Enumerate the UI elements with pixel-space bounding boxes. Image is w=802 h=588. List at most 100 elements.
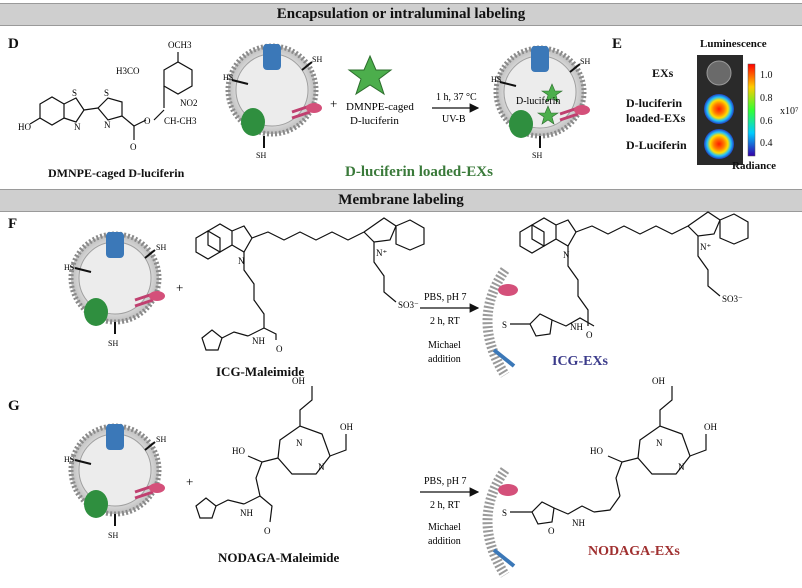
protein-blue bbox=[263, 44, 281, 70]
icg-product-n-plus: N⁺ bbox=[700, 242, 711, 252]
atom-och3: OCH3 bbox=[168, 40, 192, 50]
reagent-nodaga-maleimide: NODAGA-Maleimide bbox=[218, 550, 340, 565]
tick-1: 1.0 bbox=[760, 70, 773, 81]
sh-label-f1: SH bbox=[156, 243, 166, 252]
nodaga-product-oh-1: OH bbox=[652, 376, 665, 386]
sh-label-d2: SH bbox=[256, 151, 266, 160]
cond-f-2: 2 h, RT bbox=[430, 316, 460, 327]
cond-g-2: 2 h, RT bbox=[430, 500, 460, 511]
sh-label-f2: SH bbox=[108, 339, 118, 348]
sh-label-g2: SH bbox=[108, 531, 118, 540]
nodaga-product-n1: N bbox=[656, 438, 663, 448]
hs-label-f: HS bbox=[64, 263, 74, 272]
colorbar-multiplier: x10⁷ bbox=[780, 106, 799, 117]
nodaga-n1: N bbox=[296, 438, 303, 448]
nodaga-ho: HO bbox=[232, 446, 245, 456]
panel-letter-d: D bbox=[8, 36, 19, 52]
hs-label-d1: HS bbox=[223, 73, 233, 82]
panel-letter-f: F bbox=[8, 216, 18, 232]
sh-label-g1: SH bbox=[156, 435, 166, 444]
hs-label-g: HS bbox=[64, 455, 74, 464]
product-label-d: D-luciferin loaded-EXs bbox=[345, 164, 493, 180]
banner-encapsulation: Encapsulation or intraluminal labeling bbox=[0, 3, 802, 26]
sh-label-d1: SH bbox=[312, 55, 322, 64]
well-loaded bbox=[704, 94, 734, 124]
nodaga-n2: N bbox=[318, 462, 325, 472]
icg-n: N bbox=[238, 256, 245, 266]
panel-letter-e: E bbox=[612, 36, 623, 52]
panel-e-row-loaded-1: D-luciferin bbox=[626, 96, 682, 110]
banner-membrane-labeling: Membrane labeling bbox=[0, 189, 802, 212]
colorbar bbox=[747, 63, 756, 157]
vesicle-d-right bbox=[493, 45, 590, 148]
well-luciferin bbox=[704, 129, 734, 159]
nodaga-product-oh-2: OH bbox=[704, 422, 717, 432]
well-exs bbox=[706, 60, 732, 86]
product-label-icg: ICG-EXs bbox=[552, 354, 609, 369]
sh-label-d4: SH bbox=[532, 151, 542, 160]
nodaga-oh-1: OH bbox=[292, 376, 305, 386]
panel-e-radiance: Radiance bbox=[732, 160, 776, 172]
plus-d: + bbox=[330, 96, 337, 111]
panel-e-title: Luminescence bbox=[700, 38, 767, 50]
reagent-d-line2: D-luciferin bbox=[350, 115, 399, 127]
cond-g-1: PBS, pH 7 bbox=[424, 476, 467, 487]
plus-g: + bbox=[186, 474, 193, 489]
icg-product-structure bbox=[510, 211, 749, 337]
atom-s1: S bbox=[72, 88, 77, 98]
nodaga-product-ho: HO bbox=[590, 446, 603, 456]
product-label-nodaga: NODAGA-EXs bbox=[588, 544, 680, 559]
nodaga-product-n2: N bbox=[678, 462, 685, 472]
atom-n2: N bbox=[104, 120, 111, 130]
dmnpe-luciferin-structure bbox=[29, 52, 193, 140]
reagent-icg-maleimide: ICG-Maleimide bbox=[216, 364, 305, 379]
mol-name-dmnpe: DMNPE-caged D-luciferin bbox=[48, 166, 185, 180]
nodaga-oh-2: OH bbox=[340, 422, 353, 432]
icg-maleimide-structure bbox=[195, 217, 425, 351]
atom-no2: NO2 bbox=[180, 98, 198, 108]
cond-g-3: Michael bbox=[428, 522, 461, 533]
nodaga-product-nh: NH bbox=[572, 518, 585, 528]
reagent-d-line1: DMNPE-caged bbox=[346, 101, 414, 113]
icg-product-nh: NH bbox=[570, 322, 583, 332]
icg-n-plus: N⁺ bbox=[376, 248, 387, 258]
panel-e-row-exs: EXs bbox=[652, 66, 674, 80]
icg-product-o: O bbox=[586, 330, 593, 340]
cond-f-4: addition bbox=[428, 354, 461, 365]
atom-ch-ch3: CH-CH3 bbox=[164, 116, 197, 126]
icg-product-n: N bbox=[563, 250, 570, 260]
atom-h3co: H3CO bbox=[116, 66, 140, 76]
tick-4: 0.4 bbox=[760, 138, 773, 149]
cond-f-3: Michael bbox=[428, 340, 461, 351]
nodaga-product-structure bbox=[510, 386, 707, 525]
membrane-arc-f bbox=[482, 267, 518, 378]
icg-product-s: S bbox=[502, 320, 507, 330]
cond-d-line1: 1 h, 37 °C bbox=[436, 92, 477, 103]
atom-ho: HO bbox=[18, 122, 31, 132]
icg-product-so3: SO3⁻ bbox=[722, 294, 743, 304]
vesicle-d-left bbox=[225, 43, 322, 148]
panel-letter-g: G bbox=[8, 398, 20, 414]
cond-g-4: addition bbox=[428, 536, 461, 547]
star-luciferin bbox=[347, 54, 393, 96]
vesicle-g bbox=[68, 423, 165, 526]
atom-n1: N bbox=[74, 122, 81, 132]
vesicle-f bbox=[68, 231, 165, 334]
icg-o: O bbox=[276, 344, 283, 354]
icg-nh: NH bbox=[252, 336, 265, 346]
cond-f-1: PBS, pH 7 bbox=[424, 292, 467, 303]
tick-2: 0.8 bbox=[760, 93, 773, 104]
inner-label-d: D-luciferin bbox=[516, 96, 560, 107]
panel-e-row-loaded-2: loaded-EXs bbox=[626, 111, 686, 125]
nodaga-product-s: S bbox=[502, 508, 507, 518]
icg-so3: SO3⁻ bbox=[398, 300, 419, 310]
imaging-wells bbox=[697, 55, 743, 165]
membrane-arc-g bbox=[482, 467, 518, 578]
atom-o1: O bbox=[144, 116, 151, 126]
cond-d-line2: UV-B bbox=[442, 114, 466, 125]
protein-green bbox=[241, 108, 265, 136]
nodaga-nh: NH bbox=[240, 508, 253, 518]
hs-label-d3: HS bbox=[491, 75, 501, 84]
nodaga-maleimide-structure bbox=[195, 386, 347, 523]
